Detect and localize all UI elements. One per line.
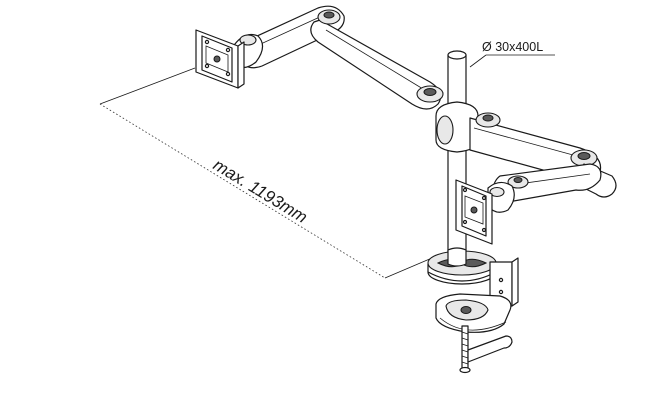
reach-dimension: max. 1193mm bbox=[99, 67, 433, 279]
screw-foot bbox=[459, 366, 471, 374]
max-reach-label: max. 1193mm bbox=[210, 155, 311, 227]
extension-line-left bbox=[99, 67, 196, 105]
clamp-screw bbox=[459, 325, 513, 374]
base-flange bbox=[427, 247, 497, 285]
pole-cap bbox=[447, 50, 467, 60]
pole-spec-label: Ø 30x400L bbox=[482, 40, 543, 54]
upper-vesa-plate bbox=[195, 29, 245, 89]
dimension-line bbox=[99, 103, 386, 279]
lower-vesa-plate bbox=[455, 179, 493, 245]
pole-collar bbox=[435, 101, 479, 153]
pole-spec-callout: Ø 30x400L bbox=[469, 40, 555, 68]
upper-arm bbox=[231, 5, 444, 110]
leader-line bbox=[469, 54, 487, 68]
lower-arm bbox=[469, 112, 617, 213]
desk-clamp bbox=[435, 257, 519, 333]
extension-line-right bbox=[384, 257, 433, 279]
screw-handle bbox=[467, 335, 513, 363]
